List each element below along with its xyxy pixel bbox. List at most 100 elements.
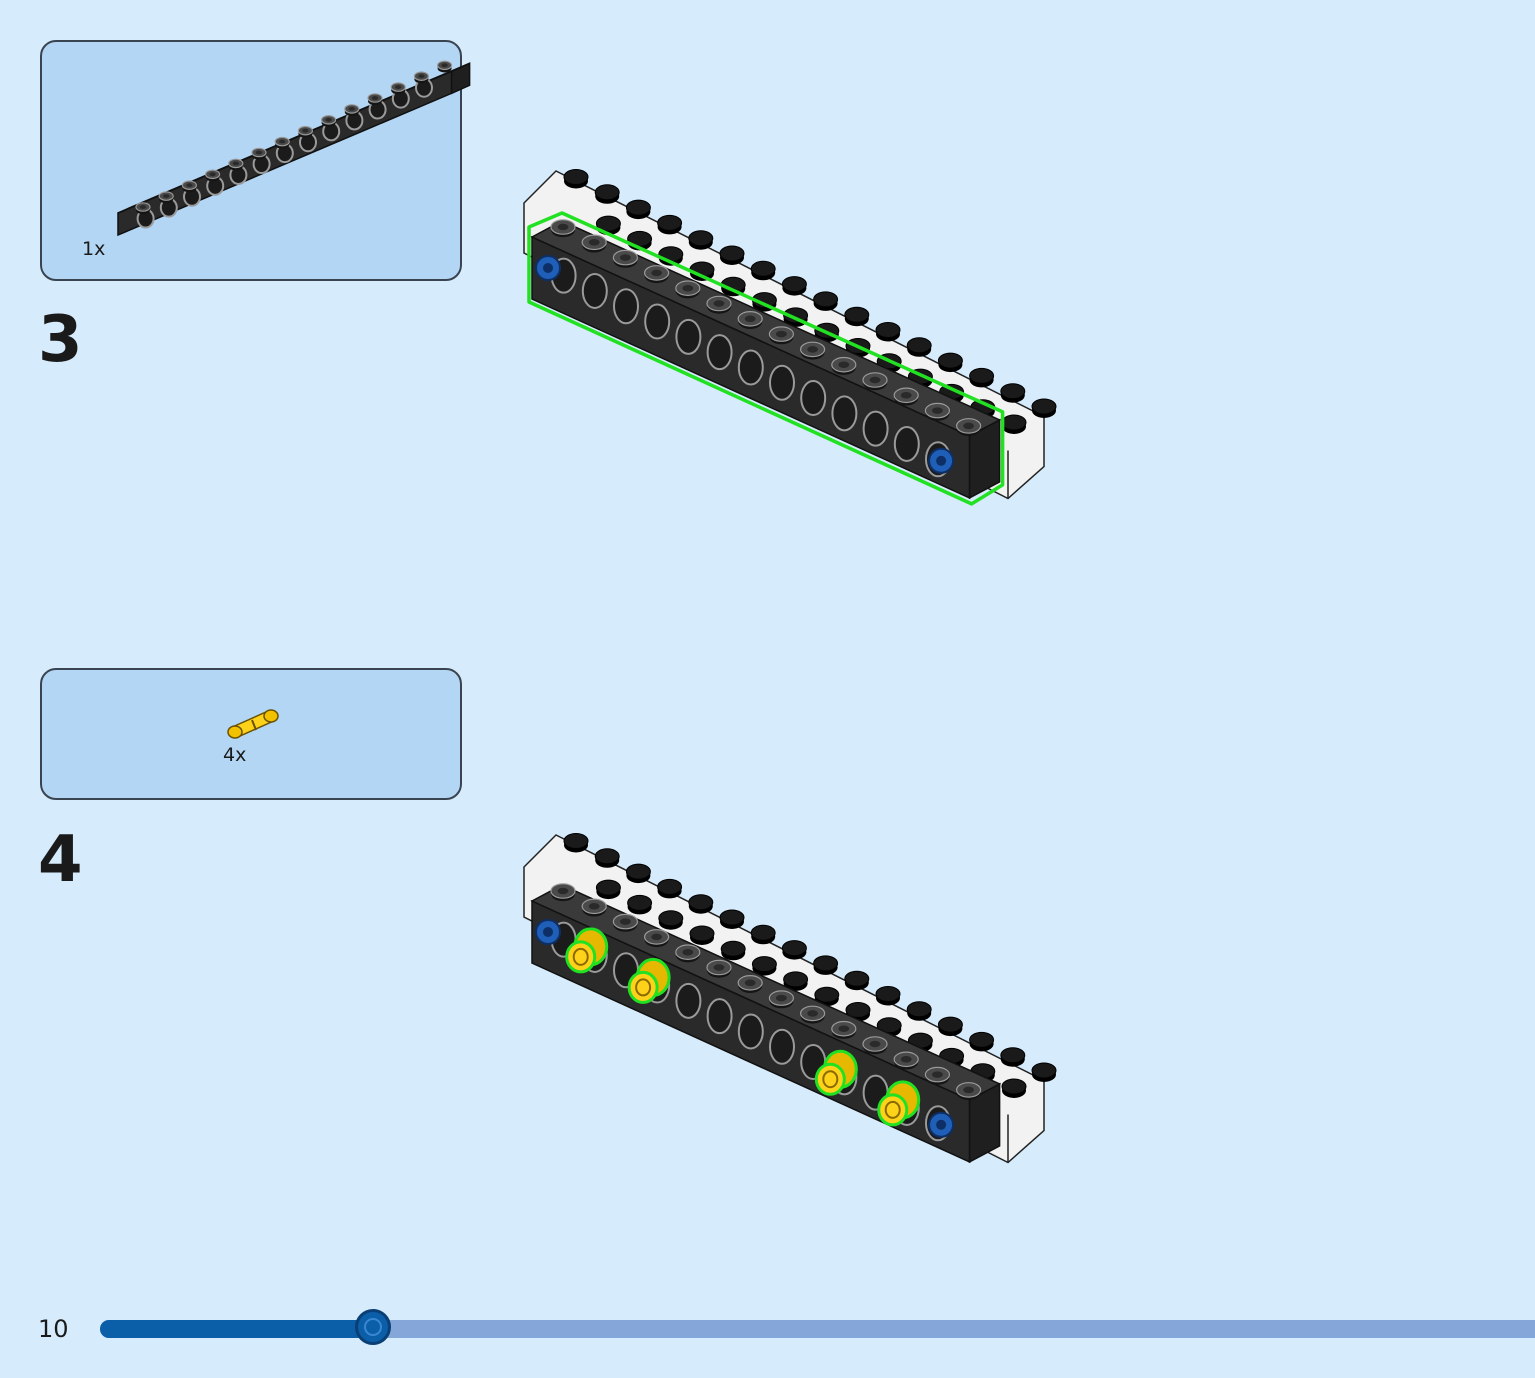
stud (750, 924, 776, 941)
progress-bar[interactable] (100, 1320, 1535, 1338)
brick-hole (675, 318, 702, 355)
stud-hole (744, 315, 756, 323)
stud-hole (776, 330, 787, 338)
stud (625, 863, 651, 880)
stud (627, 894, 653, 911)
stud-hole (163, 194, 170, 198)
stud-hole (186, 183, 193, 188)
stud (875, 986, 901, 1002)
yellow-pin-end (877, 1093, 909, 1127)
brick-hole (706, 998, 733, 1035)
stud-hole (744, 979, 756, 987)
stud-hole (302, 128, 309, 133)
step-3-model-illustration (523, 169, 1057, 506)
stud (937, 352, 963, 369)
stud-hole (651, 933, 662, 941)
stud (594, 848, 620, 865)
stud-hole (807, 1010, 818, 1017)
stud-hole (963, 422, 974, 430)
brick-hole (862, 410, 889, 447)
stud-hole (418, 74, 425, 79)
stud-hole (713, 300, 725, 307)
stud (657, 214, 683, 231)
stud-hole (325, 117, 332, 122)
progress-knob[interactable] (354, 1309, 391, 1345)
brick-hole (737, 349, 764, 386)
stud (814, 986, 840, 1003)
stud (688, 230, 714, 247)
yellow-pin-slot (884, 1100, 901, 1119)
stud (625, 199, 651, 216)
stud (563, 833, 589, 849)
pin-end (263, 709, 279, 723)
part-quantity: 1x (82, 238, 106, 260)
highlight-outline (527, 211, 1005, 506)
stud (689, 925, 715, 942)
stud-hole (209, 172, 216, 177)
stud-hole (838, 1025, 850, 1032)
stud (906, 337, 932, 354)
stud (813, 291, 839, 308)
stud (937, 1016, 963, 1033)
brick-hole (800, 380, 827, 417)
page-number: 10 (38, 1315, 69, 1343)
stud-hole (713, 964, 725, 971)
stud (783, 971, 809, 988)
pin-collar (251, 719, 257, 731)
stud-hole (963, 1086, 974, 1094)
parts-callout-step-3: 1x (40, 40, 471, 281)
stud (751, 956, 777, 973)
stud-hole (371, 96, 379, 100)
stud (844, 306, 870, 323)
stud-hole (588, 239, 600, 246)
stud-hole (441, 63, 448, 68)
stud-hole (620, 254, 631, 261)
stud-hole (682, 284, 694, 292)
stud-hole (139, 205, 147, 209)
stud-hole (807, 346, 818, 353)
parts-callout-step-4: 4x (40, 668, 462, 800)
stud-hole (651, 269, 662, 277)
brick-hole (706, 334, 733, 371)
stud-hole (279, 139, 286, 144)
step-4-model-illustration (523, 833, 1057, 1164)
stud-hole (682, 948, 694, 956)
blue-pin-hole (543, 263, 553, 273)
stud (594, 184, 620, 201)
stud (845, 1002, 871, 1018)
black-brick-part-image (117, 60, 471, 237)
stud (876, 1017, 902, 1034)
stud (1001, 1078, 1027, 1095)
stud-hole (932, 407, 943, 414)
stud (1000, 1047, 1026, 1064)
stud (563, 169, 589, 185)
stud (783, 307, 809, 324)
stud-hole (557, 887, 569, 895)
stud-hole (255, 150, 263, 155)
brick-hole (769, 1028, 795, 1065)
stud (1000, 383, 1026, 400)
stud-hole (232, 161, 239, 166)
brick-hole (893, 425, 920, 462)
blue-pin-hole (936, 455, 947, 466)
step-number: 3 (38, 303, 83, 377)
stud (658, 910, 684, 927)
stud-hole (869, 1040, 881, 1048)
stud-hole (776, 994, 787, 1002)
stud (750, 260, 776, 277)
stud (688, 894, 714, 911)
yellow-pin-part-image (227, 709, 279, 739)
stud (969, 367, 995, 384)
part-quantity: 4x (223, 744, 247, 766)
progress-bar-fill (100, 1320, 373, 1338)
stud-hole (395, 85, 402, 89)
brick-hole (613, 288, 639, 325)
brick-hole (581, 272, 608, 309)
stud (969, 1031, 995, 1048)
brick-hole (675, 982, 702, 1019)
yellow-pin-end (814, 1062, 846, 1096)
yellow-pin-slot (822, 1070, 839, 1089)
brick-hole (769, 364, 795, 401)
stud (1031, 1062, 1057, 1079)
yellow-pin-slot (572, 947, 589, 966)
